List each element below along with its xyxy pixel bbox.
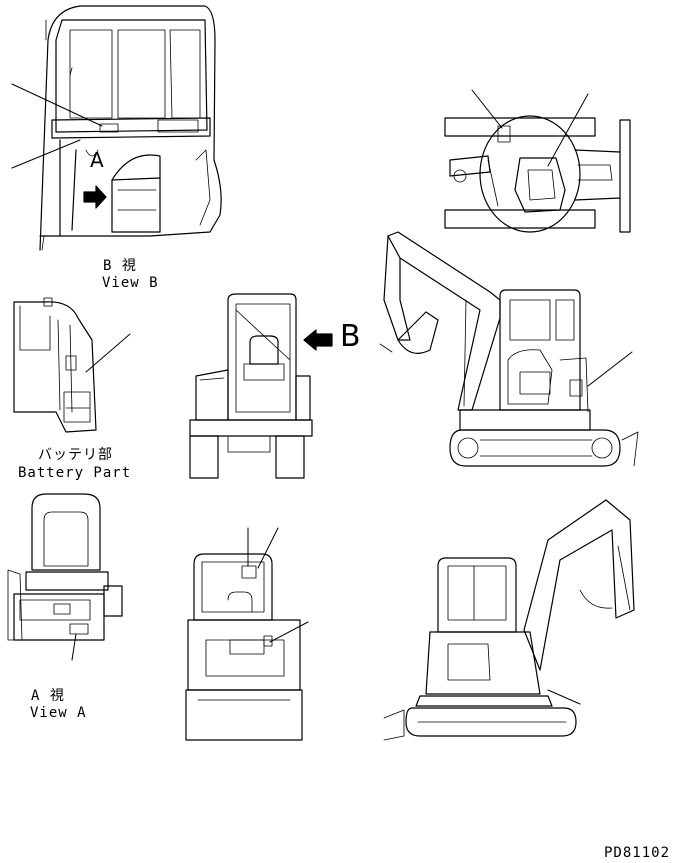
view-a-title-en: View A xyxy=(30,705,87,721)
view-b-marker: B xyxy=(340,319,361,354)
view-b-title-jp: B 視 xyxy=(103,258,137,274)
view-a-title-jp: A 視 xyxy=(31,688,65,704)
view-b-cab-illustration xyxy=(11,5,222,251)
excavator-side-view-illustration xyxy=(379,231,639,467)
top-view-illustration xyxy=(444,89,631,233)
excavator-rear-view-illustration xyxy=(383,499,635,741)
battery-part-title-en: Battery Part xyxy=(18,465,132,481)
view-a-marker: A xyxy=(90,148,104,172)
view-a-seat-illustration xyxy=(7,493,123,661)
battery-part-title-jp: バッテリ部 xyxy=(38,447,113,463)
view-b-title-en: View B xyxy=(102,275,159,291)
drawing-number: PD81102 xyxy=(604,845,671,861)
front-view-illustration xyxy=(189,293,333,479)
battery-part-illustration xyxy=(13,297,131,433)
rear-view-illustration xyxy=(185,527,309,741)
